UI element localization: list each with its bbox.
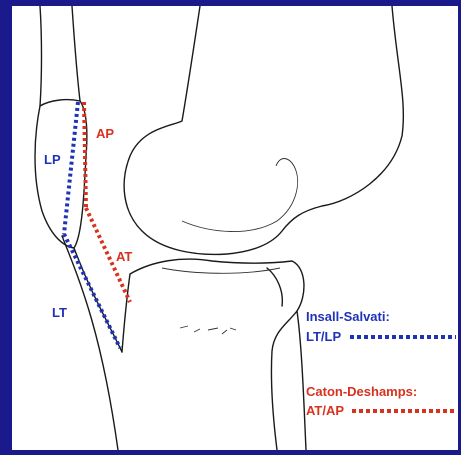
tibial-texture: [180, 326, 236, 334]
femoral-condyle-contour: [182, 159, 298, 232]
fibula-outline: [267, 268, 306, 450]
at-label: AT: [116, 249, 132, 264]
femur-outline: [124, 6, 403, 254]
legend-caton-ratio: AT/AP: [306, 403, 344, 418]
patella-outline: [35, 100, 87, 248]
ap-label: AP: [96, 126, 114, 141]
lp-label: LP: [44, 152, 61, 167]
lt-label: LT: [52, 305, 67, 320]
knee-diagram: LP AP AT LT Insall-Salvati: LT/LP Caton-…: [12, 6, 458, 450]
legend-insall-title: Insall-Salvati:: [306, 309, 390, 324]
patellar-tendon-outline: [62, 236, 122, 450]
tibial-plateau-contour: [162, 268, 280, 273]
knee-diagram-canvas: LP AP AT LT Insall-Salvati: LT/LP Caton-…: [12, 6, 458, 450]
legend-caton-title: Caton-Deshamps:: [306, 384, 417, 399]
lp-line: [64, 102, 78, 234]
legend-insall-ratio: LT/LP: [306, 329, 341, 344]
tibia-outline: [122, 259, 304, 450]
quadriceps-tendon-outline: [40, 6, 80, 106]
